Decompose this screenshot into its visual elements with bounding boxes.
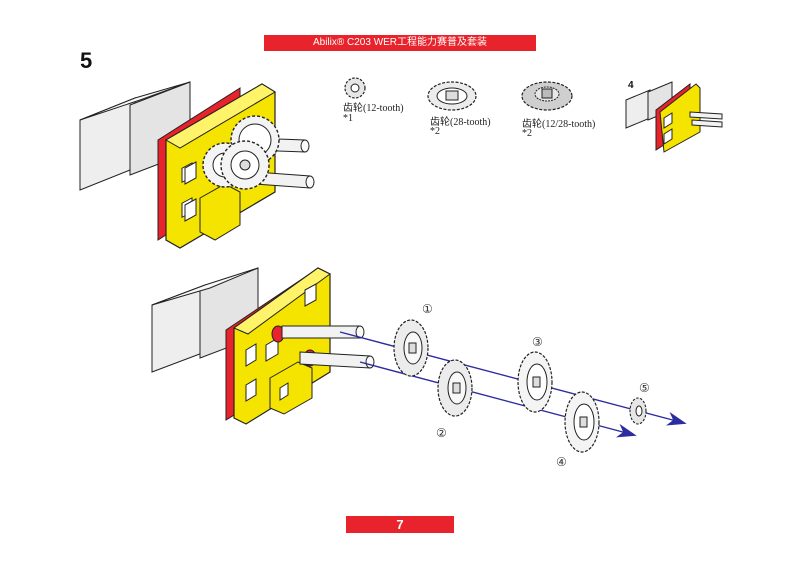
- top-assembly: [79, 81, 315, 249]
- step-4-thumbnail: [625, 81, 723, 153]
- exploded-assembly: [151, 267, 687, 453]
- exploded-yellow-frame: [232, 267, 331, 425]
- page-number: 7: [346, 516, 454, 533]
- gear-1: [393, 319, 429, 377]
- legend-qty-gear-12-28: *2: [522, 128, 532, 139]
- gear-28-icon: [427, 81, 477, 111]
- callout-2: ②: [436, 426, 447, 440]
- legend-qty-gear-12: *1: [343, 113, 353, 124]
- gear-3: [517, 351, 553, 413]
- gear-2: [437, 359, 473, 417]
- gear-12-28-icon: [521, 81, 573, 111]
- legend-label-gear-12: 齿轮(12-tooth): [343, 103, 404, 114]
- header-banner: Abilix® C203 WER工程能力赛普及套装: [264, 35, 536, 51]
- top-motor: [79, 81, 191, 191]
- callout-5: ⑤: [639, 381, 650, 395]
- callout-4: ④: [556, 455, 567, 469]
- callout-3: ③: [532, 335, 543, 349]
- legend-label-gear-12-28: 齿轮(12/28-tooth): [522, 119, 596, 130]
- gear-4: [564, 391, 600, 453]
- legend-label-gear-28: 齿轮(28-tooth): [430, 117, 491, 128]
- top-gears: [202, 115, 280, 190]
- gear-12-icon: [344, 77, 366, 99]
- sub-step-number: 4: [628, 80, 634, 91]
- legend-qty-gear-28: *2: [430, 126, 440, 137]
- callout-1: ①: [422, 302, 433, 316]
- gear-5: [629, 397, 647, 425]
- step-number: 5: [80, 48, 93, 73]
